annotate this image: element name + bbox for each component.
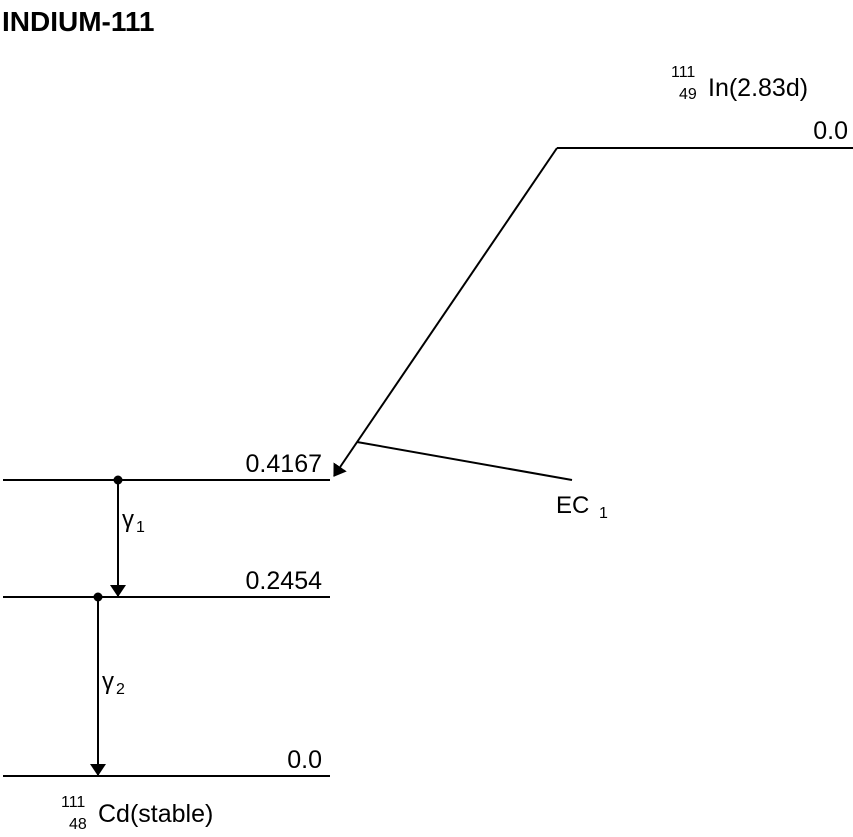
daughter-nuclide-label: 111 48 Cd(stable) [61, 794, 213, 833]
parent-atomic-number: 49 [679, 86, 697, 103]
ec-label: EC 1 [556, 492, 608, 522]
level-energy-0.4167: 0.4167 [246, 450, 322, 478]
parent-level-energy: 0.0 [813, 117, 848, 145]
level-energy-0.2454: 0.2454 [246, 567, 323, 595]
daughter-atomic-number: 48 [69, 816, 87, 833]
daughter-name: Cd(stable) [98, 800, 213, 828]
gamma1-sub: 1 [136, 519, 145, 536]
parent-name: In(2.83d) [708, 74, 808, 102]
ec-label-sub: 1 [599, 505, 608, 522]
gamma2-sub: 2 [116, 681, 125, 698]
gamma2-label: γ 2 [102, 668, 125, 698]
level-energy-ground: 0.0 [287, 746, 322, 774]
daughter-mass-number: 111 [61, 794, 85, 811]
gamma1-label: γ 1 [122, 506, 145, 536]
diagram-title: INDIUM-111 [2, 6, 155, 37]
ec-label-text: EC [556, 492, 589, 519]
gamma2-symbol: γ [102, 668, 114, 695]
ec-branch-arrow [333, 147, 558, 477]
ec-label-leader [356, 441, 573, 481]
gamma1-symbol: γ [122, 506, 134, 533]
parent-mass-number: 111 [671, 64, 695, 81]
parent-nuclide-label: 111 49 In(2.83d) [671, 64, 808, 103]
